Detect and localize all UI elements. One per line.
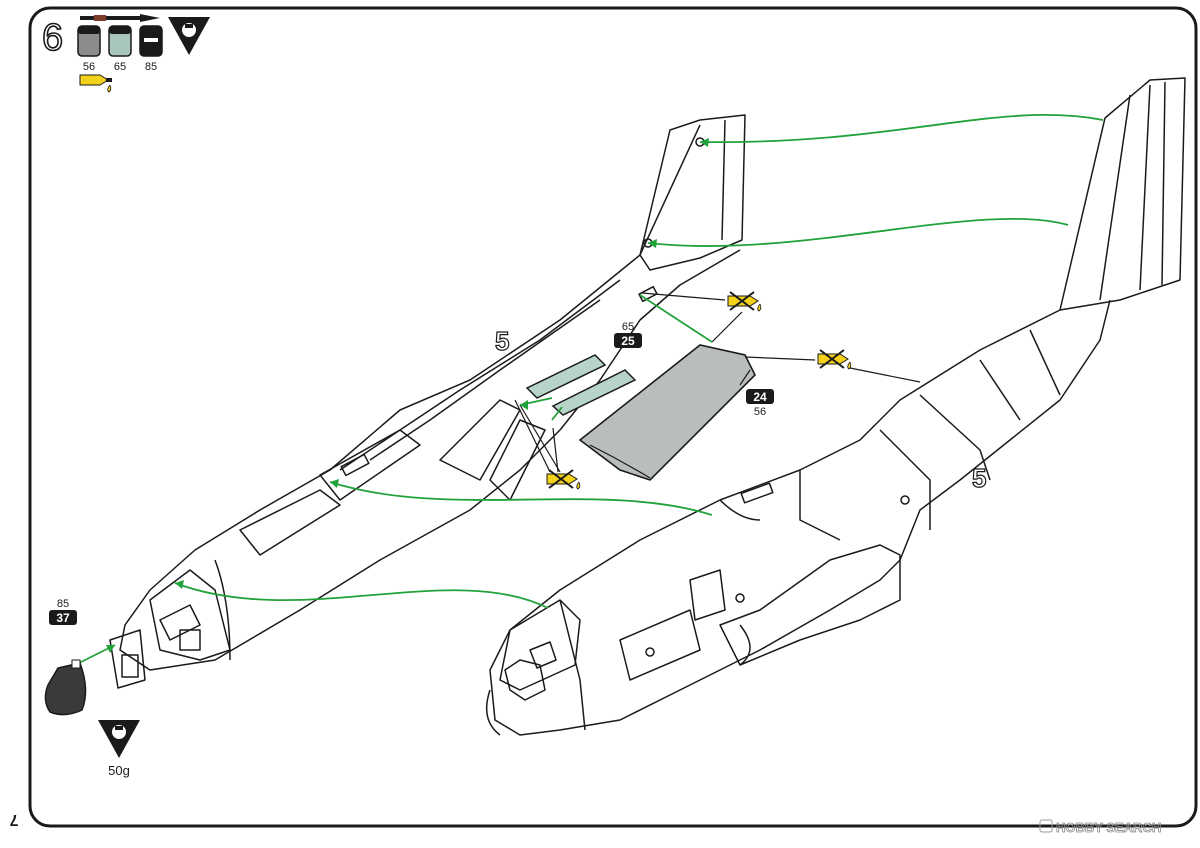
leader-arrowheads xyxy=(106,138,709,653)
part-37-paint-code: 85 xyxy=(57,598,69,610)
watermark: HOBBY SEARCH xyxy=(1039,819,1162,835)
part-25-window-b xyxy=(551,369,637,416)
page-frame xyxy=(28,6,1198,828)
paint-jar-85 xyxy=(139,25,163,57)
paint-code-56: 56 xyxy=(83,61,95,73)
page-number: 7 xyxy=(9,811,18,828)
no-glue-icon xyxy=(817,349,852,370)
paint-jar-56 xyxy=(77,25,101,57)
paint-jar-65 xyxy=(108,25,132,57)
no-glue-icon xyxy=(727,291,762,312)
weight-label: 50g xyxy=(108,763,130,778)
paint-code-65: 65 xyxy=(114,61,126,73)
weight-icon xyxy=(98,720,140,758)
subassembly-ref-left: 5 xyxy=(495,326,509,356)
step-number: 6 xyxy=(42,17,63,59)
part-37-number: 37 xyxy=(56,611,70,625)
weight-icon xyxy=(168,17,210,55)
part-24-paint-code: 56 xyxy=(754,406,766,418)
part-37-nose-weight xyxy=(44,659,87,716)
glue-tube-icon xyxy=(79,74,112,93)
part-25-number: 25 xyxy=(621,334,635,348)
part-24-badge xyxy=(746,389,774,404)
paint-brush-icon xyxy=(80,14,160,22)
subassembly-ref-right: 5 xyxy=(972,463,986,493)
no-glue-callout-lines xyxy=(514,292,921,473)
right-fuselage-half xyxy=(485,77,1186,736)
part-37-badge xyxy=(49,610,77,625)
part-25-window-a xyxy=(525,354,607,399)
watermark-text: HOBBY SEARCH xyxy=(1056,820,1161,835)
left-fuselage-half xyxy=(109,114,746,689)
no-glue-icon xyxy=(546,469,581,490)
part-25-paint-code: 65 xyxy=(622,321,634,333)
assembly-leader-lines xyxy=(74,113,1104,666)
paint-code-85: 85 xyxy=(145,61,157,73)
part-24-cargo-floor xyxy=(578,344,756,481)
part-24-number: 24 xyxy=(753,390,767,404)
part-25-badge xyxy=(614,333,642,348)
